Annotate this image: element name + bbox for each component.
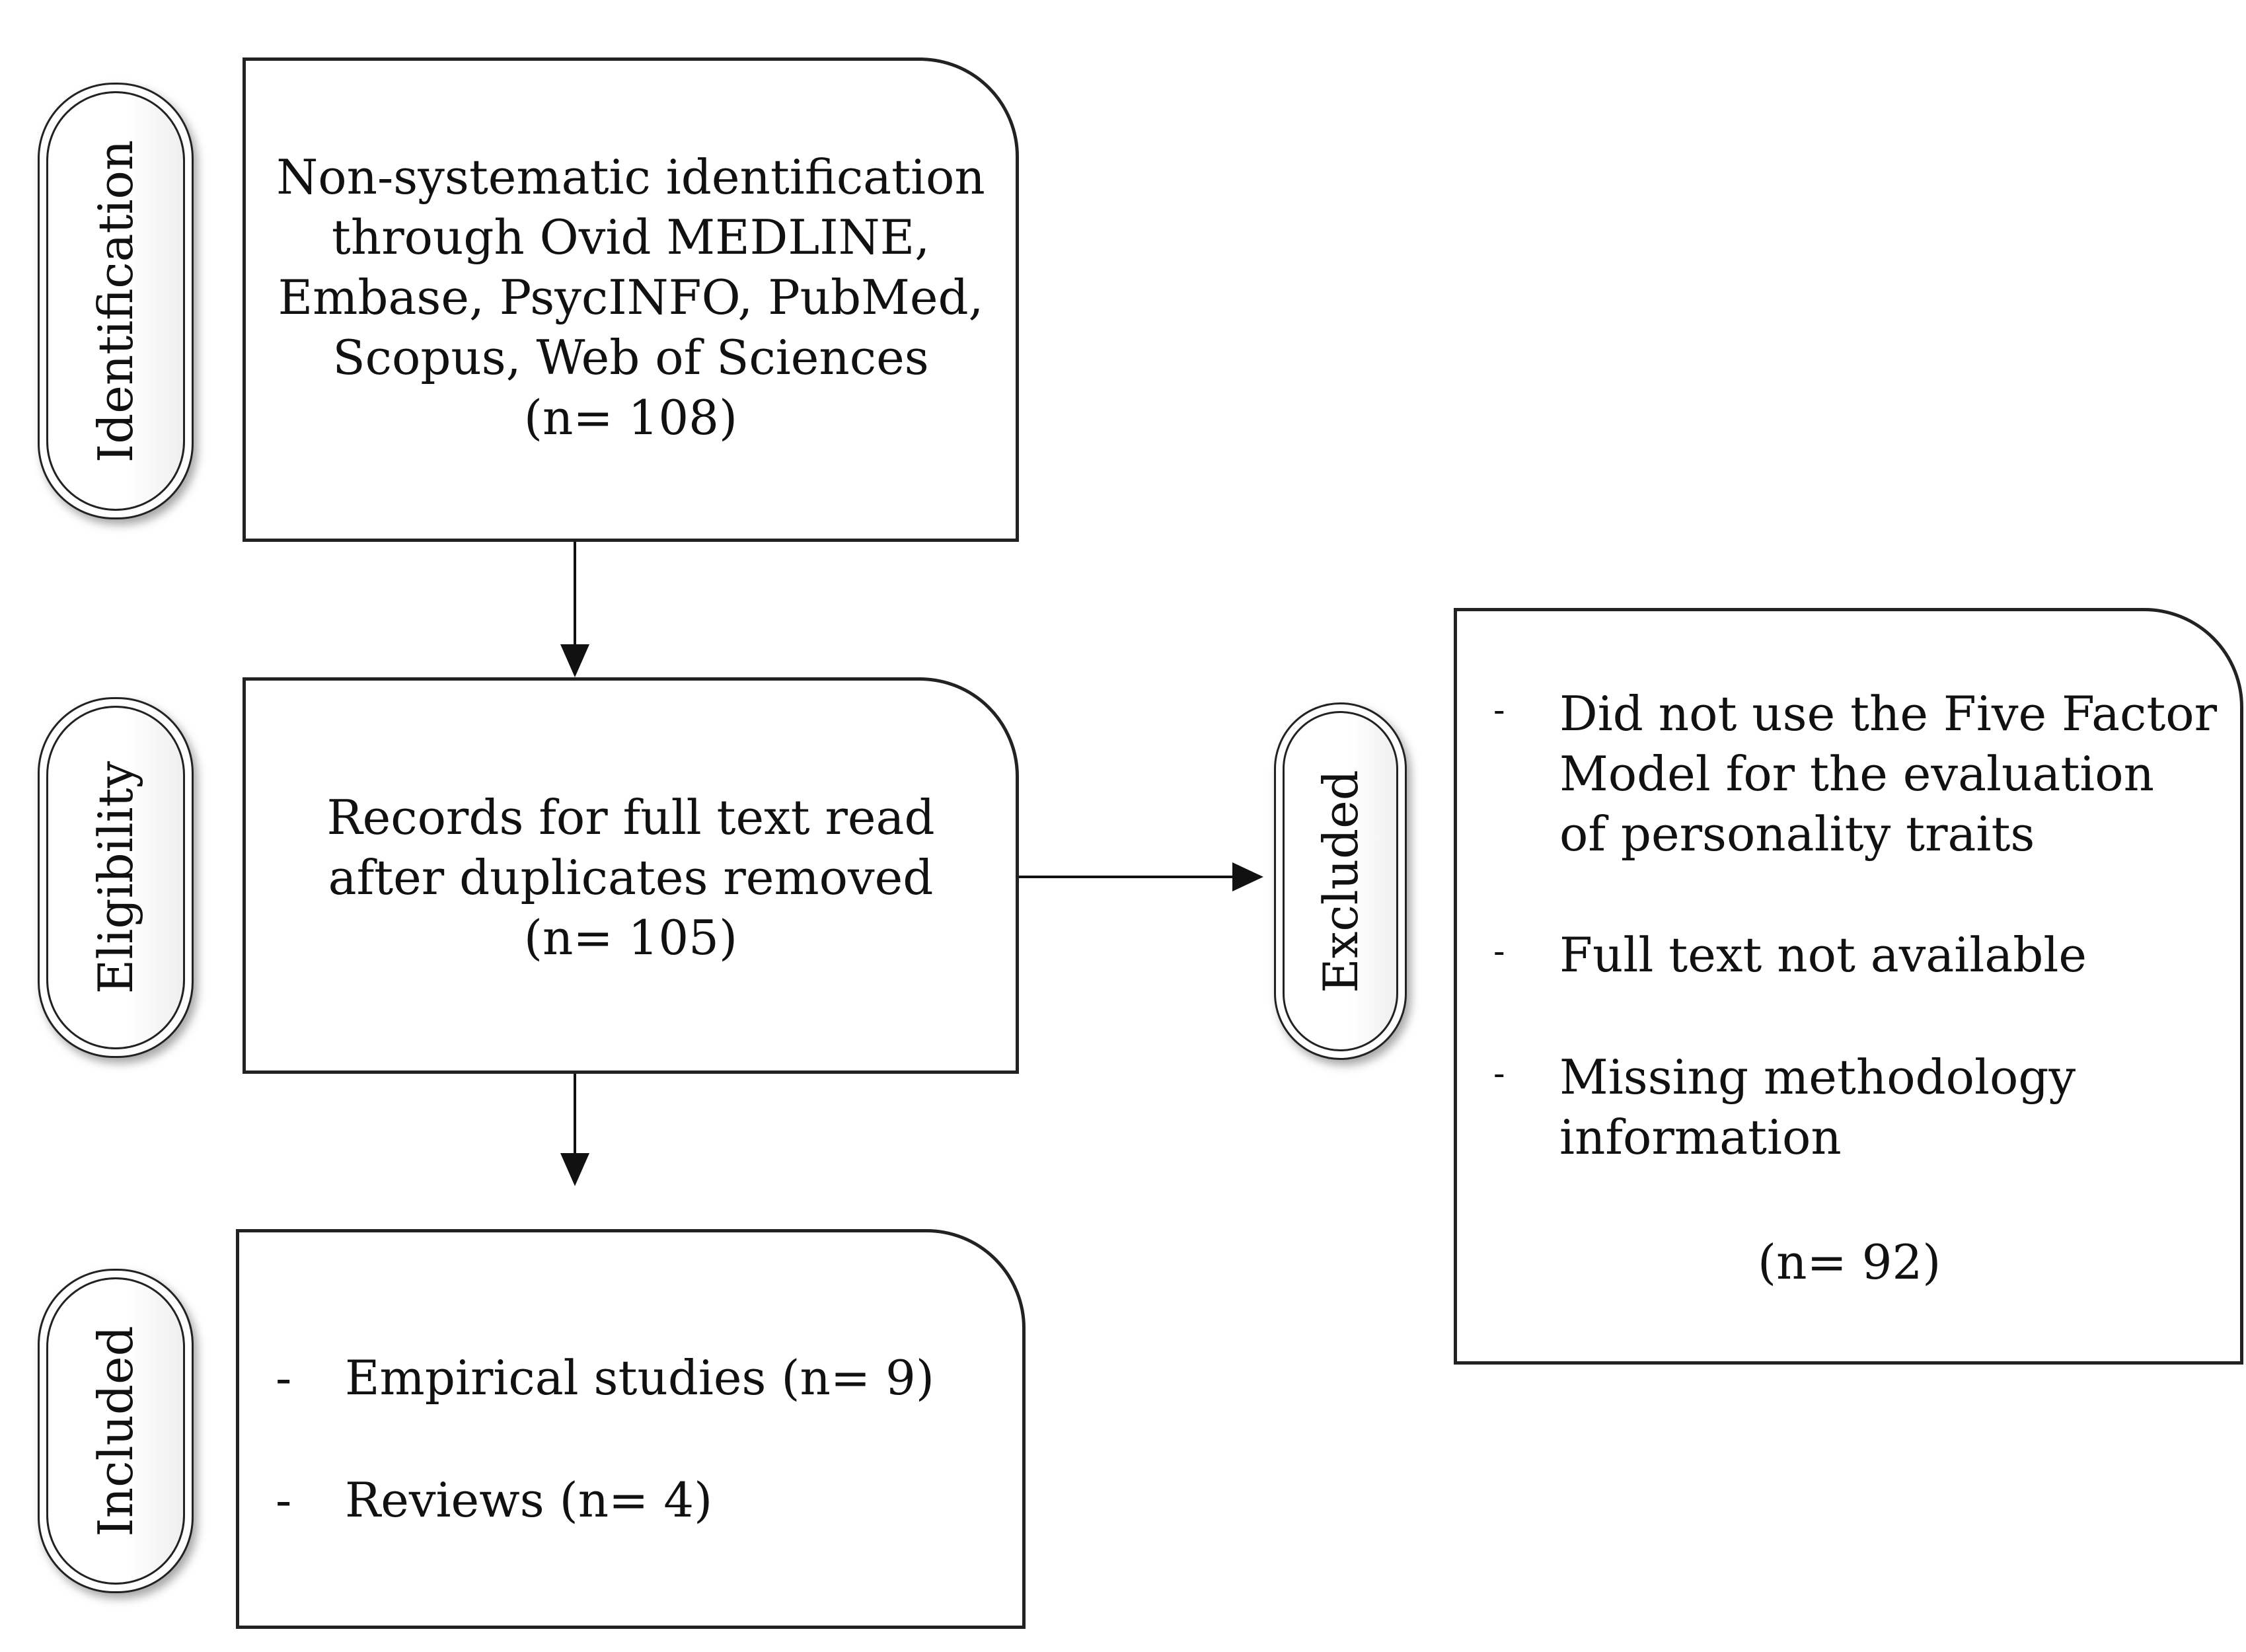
eligibility-line-1: Records for full text read	[326, 790, 935, 845]
identification-line-2: through Ovid MEDLINE,	[331, 209, 930, 265]
eligibility-count: (n= 105)	[523, 910, 738, 965]
included-box: - Empirical studies (n= 9) - Reviews (n=…	[236, 1229, 1026, 1629]
excluded-reason-1-line-3: of personality traits	[1559, 806, 2035, 862]
arrow-identification-to-eligibility	[560, 542, 589, 677]
excluded-count: (n= 92)	[1758, 1234, 1941, 1290]
stage-pill-included: Included	[38, 1269, 194, 1593]
eligibility-box: Records for full text read after duplica…	[243, 677, 1019, 1074]
excluded-dash-1: -	[1493, 691, 1505, 730]
excluded-box: - Did not use the Five Factor Model for …	[1454, 608, 2243, 1365]
identification-count: (n= 108)	[523, 390, 738, 445]
stage-pill-identification: Identification	[38, 83, 194, 519]
excluded-reason-3-line-2: information	[1559, 1109, 1842, 1165]
stage-pill-eligibility: Eligibility	[38, 697, 194, 1058]
arrow-eligibility-to-excluded	[1018, 862, 1263, 891]
eligibility-line-2: after duplicates removed	[328, 850, 934, 905]
excluded-dash-3: -	[1493, 1054, 1505, 1094]
stage-pill-excluded: Excluded	[1274, 702, 1407, 1060]
stage-label-included: Included	[88, 1325, 143, 1537]
stage-label-eligibility: Eligibility	[88, 761, 143, 995]
excluded-reason-3-line-1: Missing methodology	[1559, 1049, 2076, 1105]
excluded-reason-2: Full text not available	[1559, 927, 2087, 983]
excluded-dash-2: -	[1493, 932, 1505, 971]
included-item-empirical: Empirical studies (n= 9)	[345, 1350, 934, 1406]
included-item-reviews: Reviews (n= 4)	[345, 1472, 713, 1528]
identification-line-1: Non-systematic identification	[276, 149, 985, 205]
stage-label-identification: Identification	[88, 139, 143, 463]
stage-label-excluded: Excluded	[1312, 769, 1368, 993]
excluded-reason-1-line-2: Model for the evaluation	[1559, 746, 2154, 802]
included-dash-1: -	[276, 1350, 292, 1406]
included-dash-2: -	[276, 1472, 292, 1528]
identification-line-3: Embase, PsycINFO, PubMed,	[278, 270, 984, 325]
excluded-reason-1-line-1: Did not use the Five Factor	[1559, 686, 2218, 741]
identification-box: Non-systematic identification through Ov…	[243, 57, 1019, 542]
identification-line-4: Scopus, Web of Sciences	[332, 330, 929, 385]
arrow-eligibility-to-included	[560, 1074, 589, 1186]
